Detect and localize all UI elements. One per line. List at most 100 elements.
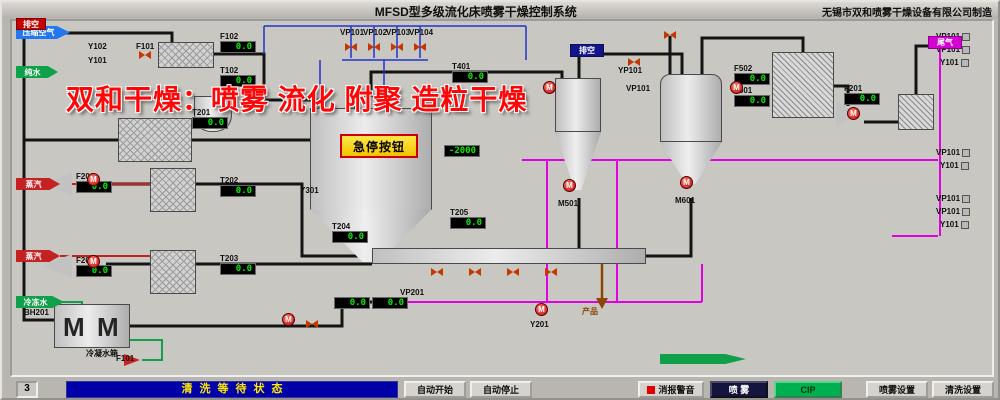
toolbar-button-0[interactable]: 自动开始 xyxy=(404,381,466,398)
fluidbed-duct xyxy=(372,248,646,264)
gauge-value: 0.0 xyxy=(734,95,770,107)
tag-text: M501 xyxy=(558,199,579,208)
tag-text: VP201 xyxy=(400,288,425,297)
condensate-tank xyxy=(54,304,130,348)
tag-text: M601 xyxy=(675,196,696,205)
tag-label: M601 xyxy=(675,196,695,205)
valve-icon[interactable] xyxy=(306,320,318,328)
page-number-box[interactable]: 3 xyxy=(16,381,38,398)
tag-text: Y101 xyxy=(88,56,107,65)
toolbar-button-1[interactable]: 自动停止 xyxy=(470,381,532,398)
gauge-value: 0.0 xyxy=(192,117,228,129)
motor-icon[interactable]: M xyxy=(282,313,295,326)
motor-icon[interactable]: M xyxy=(563,179,576,192)
tag-label: YP101 xyxy=(618,66,642,75)
tag-label: VP102 xyxy=(363,28,387,37)
valve-icon[interactable] xyxy=(345,43,357,51)
flow-box-label: 排空 xyxy=(16,18,46,30)
gauge-value: 0.0 xyxy=(372,297,408,309)
tag-label: VP101 xyxy=(936,207,971,216)
valve-box-icon[interactable] xyxy=(960,58,969,67)
motor-icon[interactable]: M xyxy=(680,176,693,189)
page-title: MFSD型多级流化床喷雾干燥控制系统 xyxy=(374,5,577,19)
gauge-value: -2000 xyxy=(444,145,480,157)
valve-icon[interactable] xyxy=(628,58,640,66)
valve-box-icon[interactable] xyxy=(962,194,971,203)
tag-text: 产品 xyxy=(582,307,598,316)
valve-box-icon[interactable] xyxy=(962,32,971,41)
gauge-tag: F502 xyxy=(734,64,753,73)
valve-icon[interactable] xyxy=(664,31,676,39)
motor-icon[interactable]: M xyxy=(87,173,100,186)
tag-text: Y101 xyxy=(940,58,959,67)
valve-icon[interactable] xyxy=(391,43,403,51)
valve-icon[interactable] xyxy=(507,268,519,276)
tag-label: M501 xyxy=(558,199,578,208)
valve-box-icon[interactable] xyxy=(960,220,969,229)
gauge-tag xyxy=(334,288,370,297)
gauge-tag: T102 xyxy=(220,66,239,75)
toolbar-button-2[interactable]: 消报警音 xyxy=(638,381,704,398)
electric-heater xyxy=(118,118,192,162)
valve-icon[interactable] xyxy=(414,43,426,51)
emergency-stop-button[interactable]: 急停按钮 xyxy=(340,134,418,158)
flow-arrow-label: 纯水 xyxy=(16,66,58,78)
valve-icon[interactable] xyxy=(139,51,151,59)
valve-box-icon[interactable] xyxy=(960,161,969,170)
motor-icon[interactable]: M xyxy=(535,303,548,316)
flow-arrow-label: 冷冻水 xyxy=(16,296,64,308)
toolbar-button-4[interactable]: CIP xyxy=(774,381,842,398)
valve-icon[interactable] xyxy=(545,268,557,276)
valve-box-icon[interactable] xyxy=(962,45,971,54)
gauge-value: 0.0 xyxy=(844,93,880,105)
valve-icon[interactable] xyxy=(469,268,481,276)
tag-label: Y101 xyxy=(940,58,969,67)
exhaust-filter xyxy=(898,94,934,130)
fluidbed-vessel-body xyxy=(660,74,722,142)
tag-text: Y301 xyxy=(300,186,319,195)
motor-icon[interactable]: M xyxy=(730,81,743,94)
valve-icon[interactable] xyxy=(368,43,380,51)
tag-label: Y101 xyxy=(88,56,107,65)
tag-label: VP101 xyxy=(936,45,971,54)
valve-box-icon[interactable] xyxy=(962,148,971,157)
tag-text: VP101 xyxy=(340,28,365,37)
tag-label: F101 xyxy=(116,354,134,363)
gauge-tag: F203 xyxy=(76,256,95,265)
gauge-tag: T401 xyxy=(452,62,471,71)
tag-text: VP102 xyxy=(363,28,388,37)
tag-text: VP104 xyxy=(409,28,434,37)
valve-icon[interactable] xyxy=(431,268,443,276)
gauge-value: 0.0 xyxy=(332,231,368,243)
tag-text: BH201 xyxy=(24,308,49,317)
motor-icon[interactable]: M xyxy=(847,107,860,120)
motor-icon[interactable]: M xyxy=(543,81,556,94)
gauge-tag: T201 xyxy=(192,108,211,117)
gauge-tag xyxy=(444,136,480,145)
flow-arrow-label: 蒸汽 xyxy=(16,250,60,262)
valve-box-icon[interactable] xyxy=(962,207,971,216)
manufacturer-label: 无锡市双和喷雾干燥设备有限公司制造 xyxy=(822,8,992,19)
gauge-tag: T205 xyxy=(450,208,469,217)
gauge-value: 0.0 xyxy=(450,217,486,229)
gauge-display: -2000 xyxy=(444,136,480,157)
tag-label: Y301 xyxy=(300,186,319,195)
steam-heater-2 xyxy=(150,250,196,294)
motor-icon[interactable]: M xyxy=(87,255,100,268)
tag-label: Y101 xyxy=(940,220,969,229)
toolbar-button-6[interactable]: 清洗设置 xyxy=(932,381,994,398)
flow-box-label: 尾气 xyxy=(928,36,962,49)
gauge-tag: F201 xyxy=(76,172,95,181)
toolbar-button-5[interactable]: 喷雾设置 xyxy=(866,381,928,398)
tag-label: VP101 xyxy=(936,194,971,203)
toolbar-button-3[interactable]: 喷 雾 xyxy=(710,381,768,398)
gauge-tag: F201 xyxy=(844,84,863,93)
gauge-display: 0.0 xyxy=(334,288,370,309)
gauge-value: 0.0 xyxy=(220,263,256,275)
tag-text: F101 xyxy=(136,42,155,51)
tag-label: 冷凝水箱 xyxy=(86,348,118,359)
